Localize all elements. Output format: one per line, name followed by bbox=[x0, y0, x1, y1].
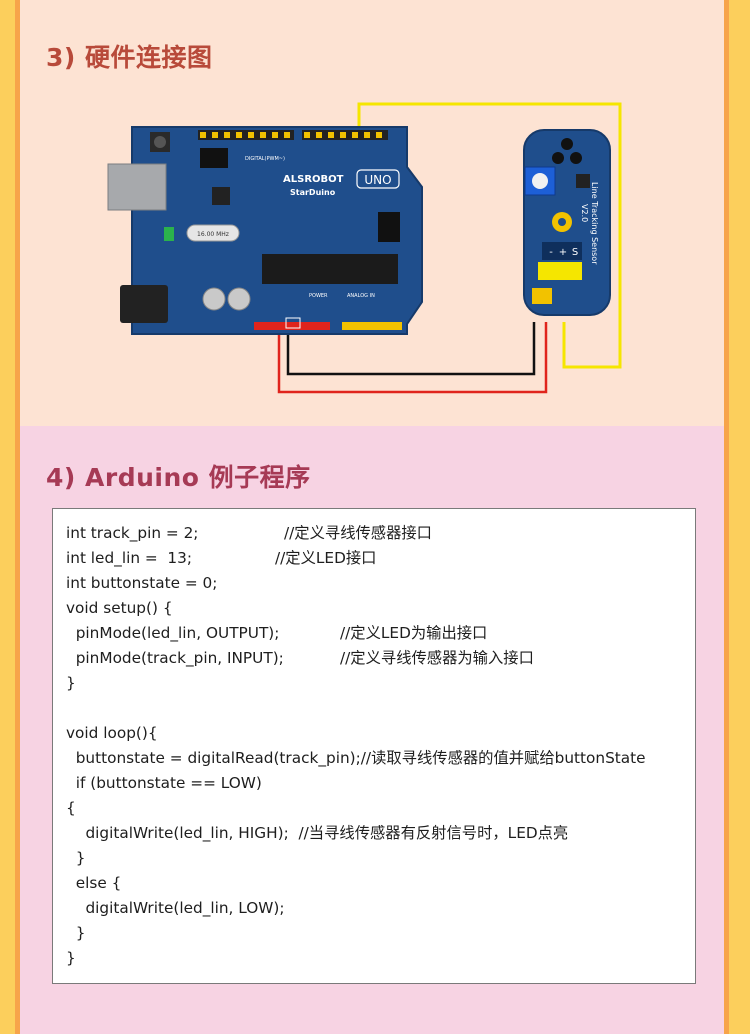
model-label: StarDuino bbox=[290, 188, 336, 197]
code-line: else { bbox=[66, 871, 695, 896]
hardware-section-title: 3) 硬件连接图 bbox=[46, 43, 213, 72]
code-line: } bbox=[66, 946, 695, 971]
code-line: buttonstate = digitalRead(track_pin);//读… bbox=[66, 746, 695, 771]
code-text: void loop(){ bbox=[66, 724, 158, 742]
code-block: int track_pin = 2; //定义寻线传感器接口 int led_lin… bbox=[52, 508, 696, 984]
wiring-diagram: 16.00 MHz ALSROBOT StarDuino UNO DIGITAL… bbox=[107, 102, 622, 394]
sensor-name: Line Tracking Sensor bbox=[590, 182, 599, 265]
code-line: int led_lin = 13; //定义LED接口 bbox=[66, 546, 695, 571]
dc-jack bbox=[120, 285, 168, 323]
code-section: 4) Arduino 例子程序 int track_pin = 2; //定义寻线… bbox=[20, 426, 724, 1034]
microcontroller-chip bbox=[262, 254, 398, 284]
code-text: } bbox=[66, 924, 86, 942]
code-line: } bbox=[66, 921, 695, 946]
right-border bbox=[724, 0, 750, 1034]
code-line: int buttonstate = 0; bbox=[66, 571, 695, 596]
power-label: POWER bbox=[309, 293, 328, 299]
code-text: if (buttonstate == LOW) bbox=[66, 774, 262, 792]
code-line: pinMode(track_pin, INPUT); //定义寻线传感器为输入接口 bbox=[66, 646, 695, 671]
code-line: pinMode(led_lin, OUTPUT); //定义LED为输出接口 bbox=[66, 621, 695, 646]
code-text: int led_lin = 13; bbox=[66, 549, 193, 567]
crystal-label: 16.00 MHz bbox=[197, 231, 229, 238]
sensor-version: V2.0 bbox=[580, 204, 589, 222]
sensor-pin-plus: + bbox=[559, 247, 567, 258]
code-line: digitalWrite(led_lin, LOW); bbox=[66, 896, 695, 921]
brand-label: ALSROBOT bbox=[283, 174, 344, 185]
code-text: digitalWrite(led_lin, HIGH); //当寻线传感器有反射… bbox=[66, 824, 569, 842]
hardware-section: 3) 硬件连接图 bbox=[20, 0, 724, 426]
digital-label: DIGITAL(PWM~) bbox=[245, 156, 285, 162]
code-comment: //定义寻线传感器接口 bbox=[284, 524, 432, 542]
analog-label: ANALOG IN bbox=[347, 293, 375, 299]
code-text: { bbox=[66, 799, 76, 817]
code-text: } bbox=[66, 849, 86, 867]
code-text: void setup() { bbox=[66, 599, 173, 617]
code-text: } bbox=[66, 674, 76, 692]
usb-port bbox=[107, 163, 167, 211]
line-tracking-sensor: - + S Line Tracking Sensor V2.0 bbox=[523, 129, 611, 316]
code-line: int track_pin = 2; //定义寻线传感器接口 bbox=[66, 521, 695, 546]
code-comment: //定义LED为输出接口 bbox=[340, 624, 488, 642]
vcc-wire bbox=[277, 322, 548, 394]
code-line: } bbox=[66, 671, 695, 696]
uno-badge: UNO bbox=[364, 173, 391, 187]
left-border bbox=[0, 0, 20, 1034]
code-section-title: 4) Arduino 例子程序 bbox=[46, 463, 311, 492]
sensor-pin-minus: - bbox=[549, 247, 553, 258]
code-text: int track_pin = 2; bbox=[66, 524, 199, 542]
sensor-pin-s: S bbox=[572, 247, 578, 258]
code-text: buttonstate = digitalRead(track_pin);//读… bbox=[66, 749, 646, 767]
code-line: if (buttonstate == LOW) bbox=[66, 771, 695, 796]
gnd-wire bbox=[286, 322, 536, 376]
code-text: } bbox=[66, 949, 76, 967]
code-text: int buttonstate = 0; bbox=[66, 574, 218, 592]
code-line: void loop(){ bbox=[66, 721, 695, 746]
signal-wire bbox=[357, 102, 622, 369]
code-line: { bbox=[66, 796, 695, 821]
code-comment: //定义寻线传感器为输入接口 bbox=[340, 649, 534, 667]
code-text: pinMode(led_lin, OUTPUT); bbox=[66, 624, 280, 642]
code-comment: //定义LED接口 bbox=[275, 549, 377, 567]
code-line bbox=[66, 696, 695, 721]
arduino-board: 16.00 MHz ALSROBOT StarDuino UNO DIGITAL… bbox=[107, 126, 423, 335]
code-line: digitalWrite(led_lin, HIGH); //当寻线传感器有反射… bbox=[66, 821, 695, 846]
code-text: pinMode(track_pin, INPUT); bbox=[66, 649, 284, 667]
code-text: else { bbox=[66, 874, 122, 892]
code-line: } bbox=[66, 846, 695, 871]
code-text: digitalWrite(led_lin, LOW); bbox=[66, 899, 285, 917]
code-line: void setup() { bbox=[66, 596, 695, 621]
